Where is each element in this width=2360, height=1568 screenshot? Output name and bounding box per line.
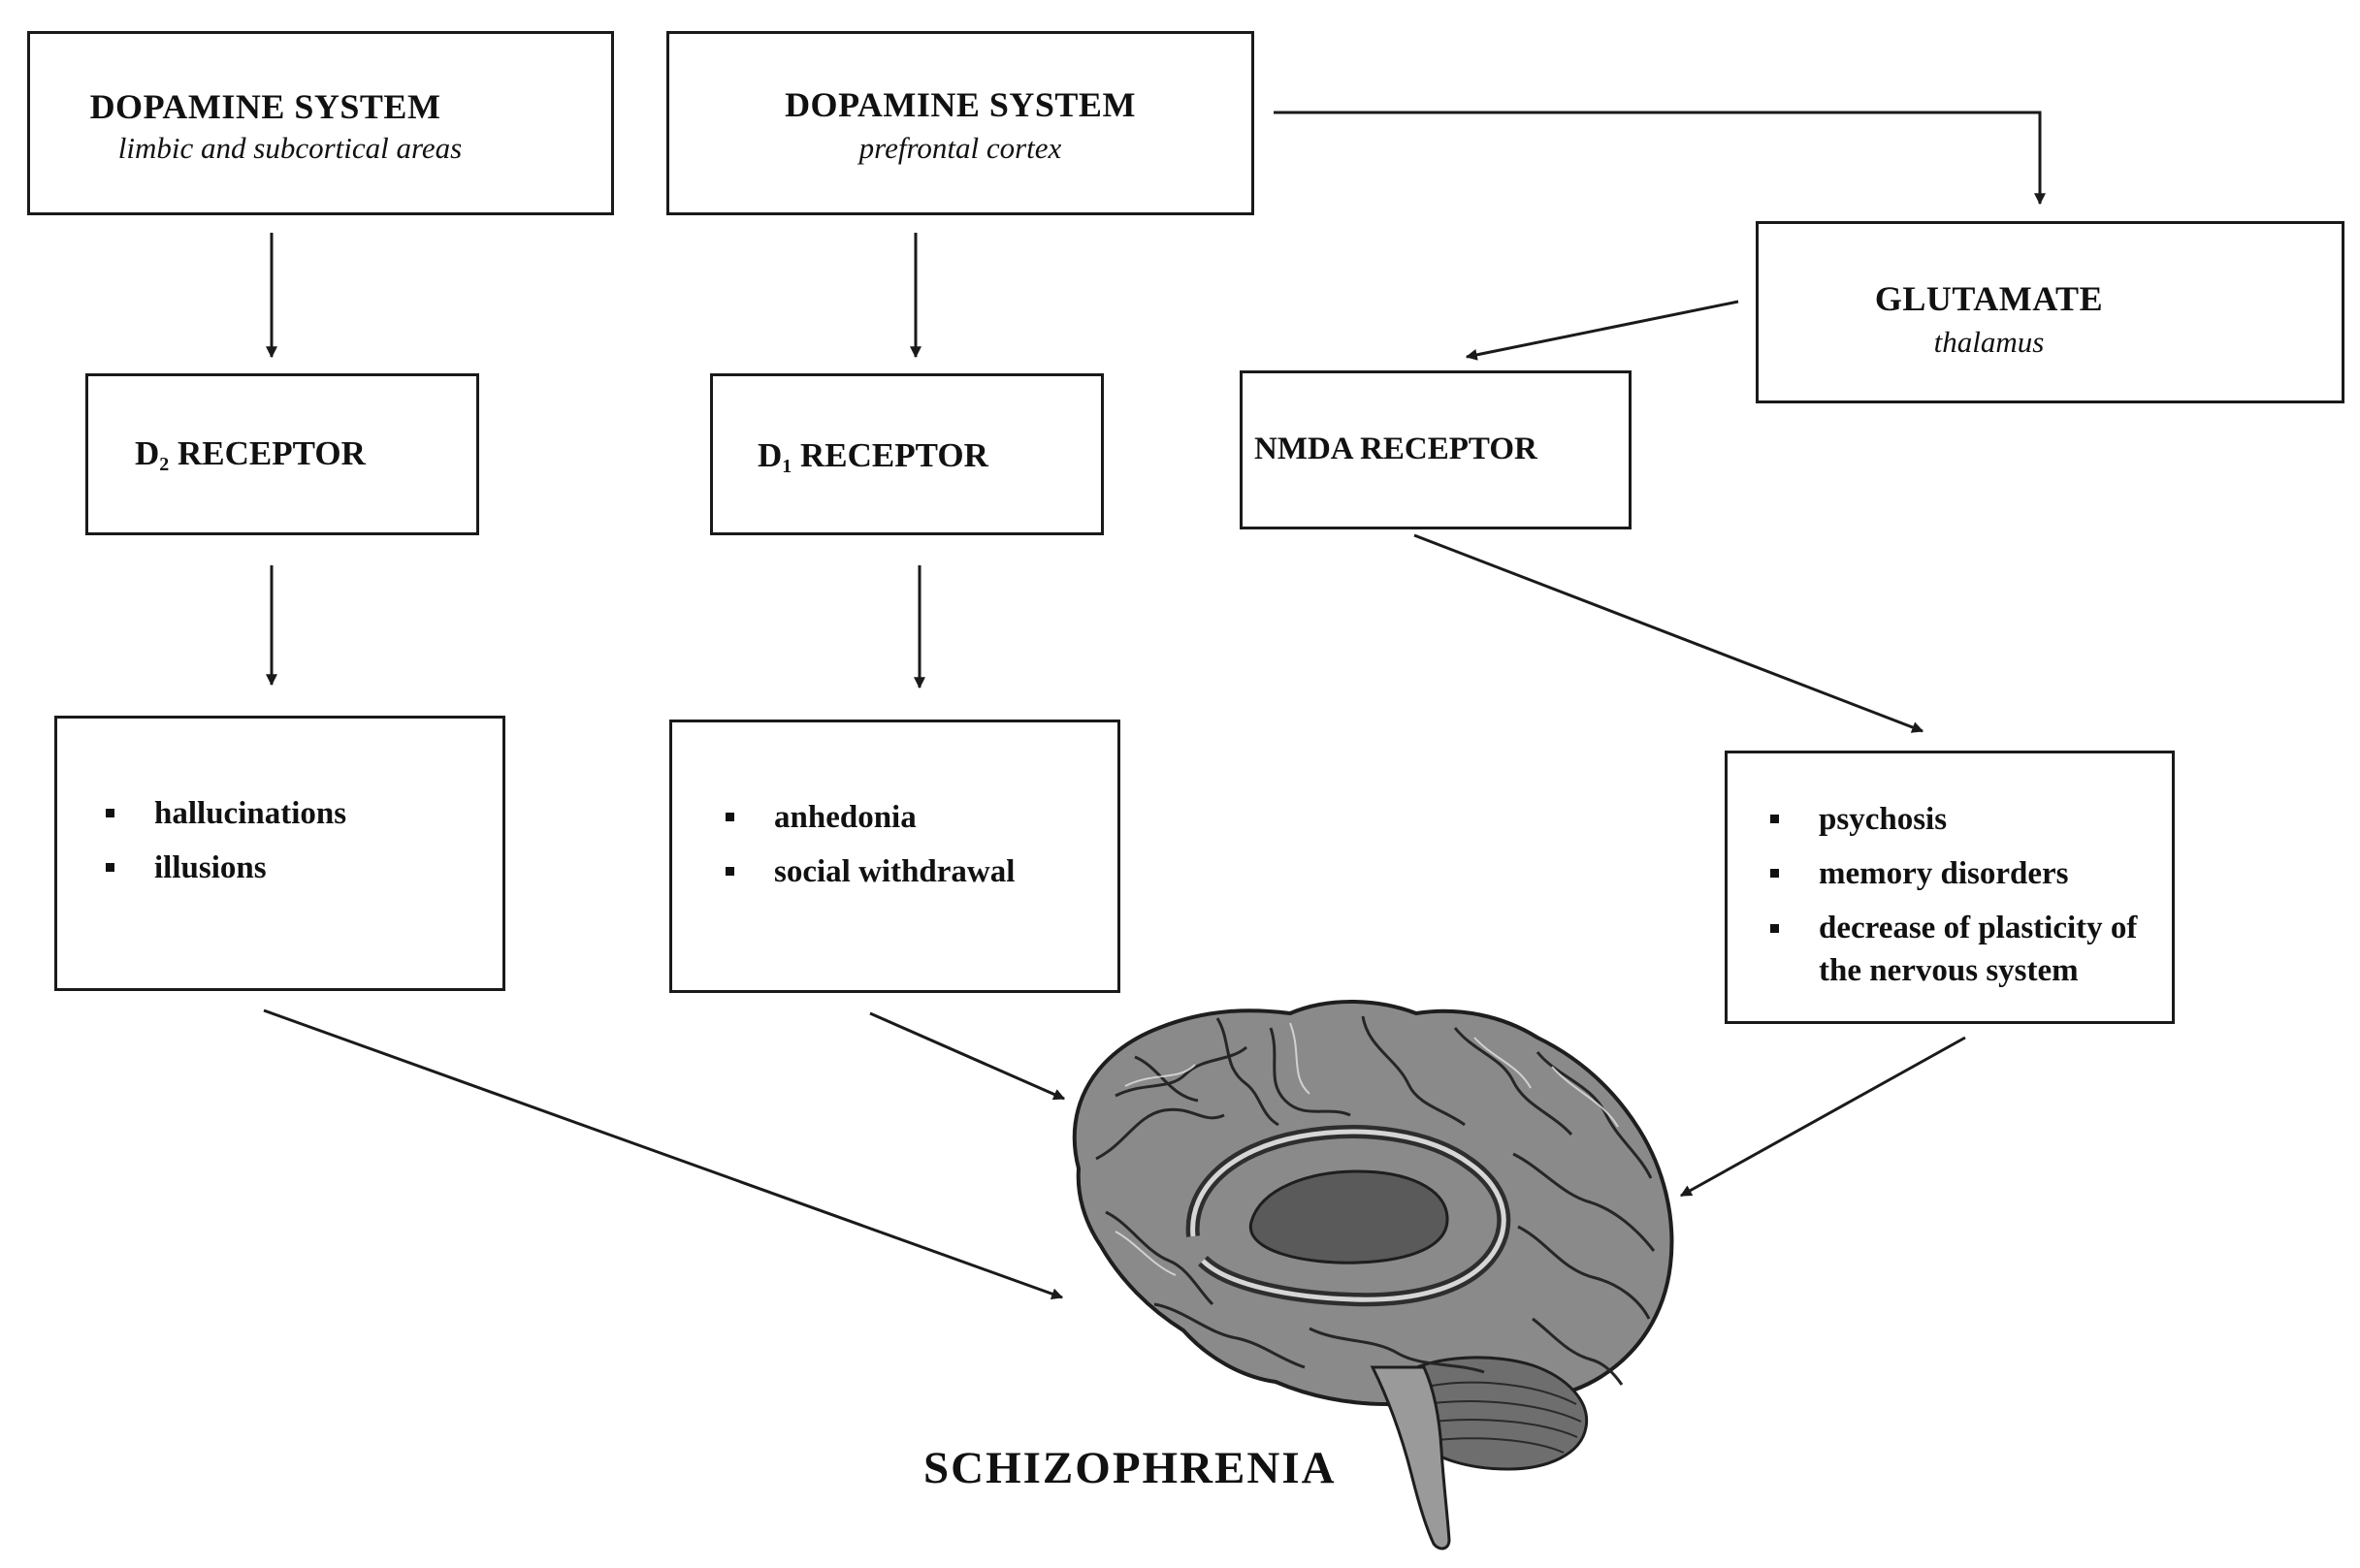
arrow-hallucinations-to-schizophrenia — [263, 1008, 1064, 1299]
d1-receptor-box: D1 RECEPTOR — [710, 373, 1104, 535]
nmda-receptor-box: NMDA RECEPTOR — [1240, 370, 1632, 529]
list-item: social withdrawal — [726, 845, 1015, 899]
brain-stem — [1370, 1365, 1451, 1551]
list-item: memory disorders — [1770, 847, 2158, 901]
glutamate-title: GLUTAMATE — [1874, 279, 2104, 318]
arrow-nmda-to-symptoms — [1413, 533, 1924, 733]
dopamine-limbic-title: DOPAMINE SYSTEM — [89, 87, 441, 126]
d2-receptor-label: D2 RECEPTOR — [135, 434, 366, 475]
glutamate-subtitle: thalamus — [1933, 325, 2045, 359]
brain-sulci — [1095, 1015, 1656, 1386]
brain-inner-structure — [1248, 1169, 1449, 1264]
d1-receptor-label: D1 RECEPTOR — [758, 436, 988, 477]
arrow-glutamate-to-nmda — [1465, 300, 1739, 361]
list-item: decrease of plasticity of the nervous sy… — [1770, 901, 2158, 992]
arrow-psychosis-to-schizophrenia — [1679, 1036, 1966, 1198]
dopamine-limbic-box: DOPAMINE SYSTEM limbic and subcortical a… — [27, 31, 614, 215]
brain-illustration — [1072, 1000, 1674, 1551]
list-item: illusions — [106, 841, 346, 895]
symptoms-nmda-box: psychosis memory disorders decrease of p… — [1725, 751, 2175, 1024]
symptoms-nmda-list: psychosis memory disorders decrease of p… — [1770, 792, 2158, 992]
list-item: anhedonia — [726, 790, 1015, 845]
symptoms-d2-list: hallucinations illusions — [106, 786, 346, 895]
schizophrenia-label: SCHIZOPHRENIA — [923, 1443, 1337, 1493]
nmda-receptor-label: NMDA RECEPTOR — [1254, 432, 1537, 466]
arrow-anhedonia-to-schizophrenia — [869, 1011, 1066, 1101]
dopamine-prefrontal-box: DOPAMINE SYSTEM prefrontal cortex — [666, 31, 1254, 215]
dopamine-limbic-subtitle: limbic and subcortical areas — [117, 131, 463, 165]
symptoms-d2-box: hallucinations illusions — [54, 716, 505, 991]
dopamine-prefrontal-title: DOPAMINE SYSTEM — [785, 85, 1136, 124]
glutamate-box: GLUTAMATE thalamus — [1756, 221, 2344, 403]
dopamine-prefrontal-subtitle: prefrontal cortex — [858, 131, 1062, 165]
symptoms-d1-list: anhedonia social withdrawal — [726, 790, 1015, 899]
d2-receptor-box: D2 RECEPTOR — [85, 373, 479, 535]
list-item: hallucinations — [106, 786, 346, 841]
list-item: psychosis — [1770, 792, 2158, 847]
symptoms-d1-box: anhedonia social withdrawal — [669, 720, 1120, 993]
arrow-dopamine-prefrontal-to-glutamate — [1274, 111, 2046, 206]
